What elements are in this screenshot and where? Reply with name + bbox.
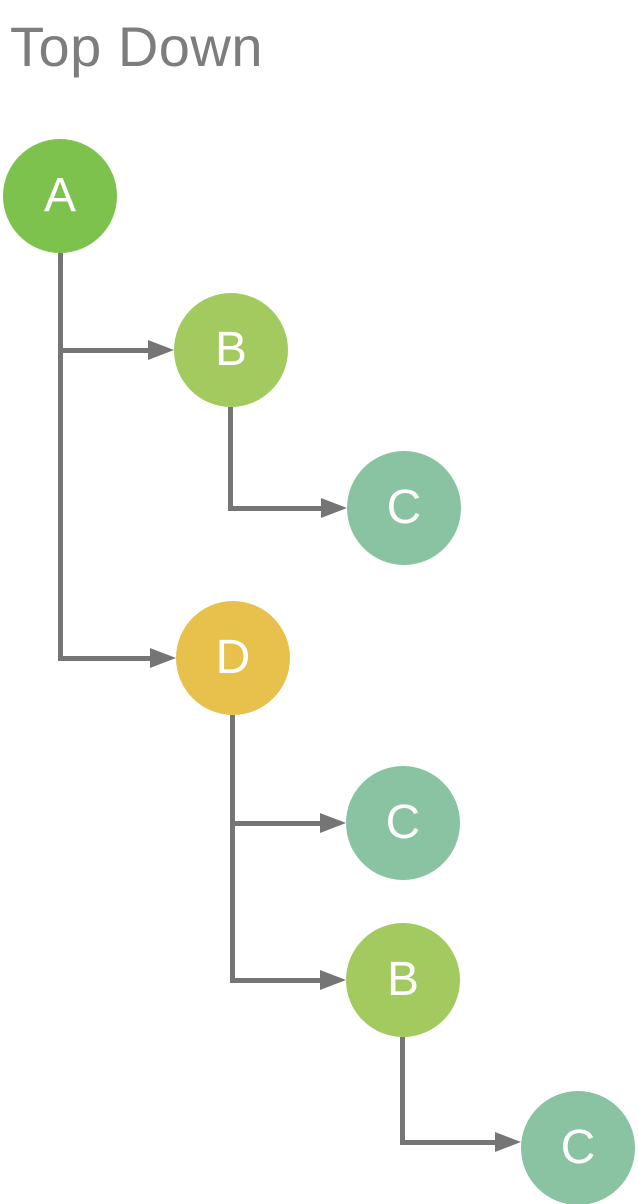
tree-node-b2[interactable]: B	[346, 923, 460, 1037]
arrowhead-d-to-c	[320, 813, 346, 833]
edge-b2-stem	[400, 1037, 405, 1145]
tree-node-b[interactable]: B	[174, 293, 288, 407]
node-label-a: A	[43, 169, 76, 222]
arrowhead-d-to-b	[320, 970, 346, 990]
edge-d-to-b	[230, 978, 321, 983]
edge-a-to-b	[58, 348, 149, 353]
edge-a-stem	[58, 253, 63, 661]
edge-b-to-c	[228, 506, 322, 511]
node-label-b: B	[214, 323, 247, 376]
arrowhead-b2-to-c	[495, 1132, 521, 1152]
tree-node-c3[interactable]: C	[521, 1091, 635, 1204]
edge-b2-to-c	[400, 1140, 496, 1145]
edge-d-to-c	[230, 821, 321, 826]
arrowhead-a-to-b	[148, 340, 174, 360]
node-label-d: D	[215, 631, 251, 684]
edge-b-stem	[228, 407, 233, 511]
node-label-c3: C	[560, 1121, 596, 1174]
diagram-title: Top Down	[10, 15, 264, 78]
node-label-c2: C	[385, 796, 421, 849]
tree-node-c2[interactable]: C	[346, 766, 460, 880]
node-label-c: C	[386, 481, 422, 534]
edge-a-to-d	[58, 656, 151, 661]
tree-node-a[interactable]: A	[3, 139, 117, 253]
tree-node-d[interactable]: D	[176, 601, 290, 715]
arrowhead-a-to-d	[150, 648, 176, 668]
node-label-b2: B	[386, 953, 419, 1006]
edge-d-stem	[230, 715, 235, 983]
tree-node-c[interactable]: C	[347, 451, 461, 565]
arrowhead-b-to-c	[321, 498, 347, 518]
